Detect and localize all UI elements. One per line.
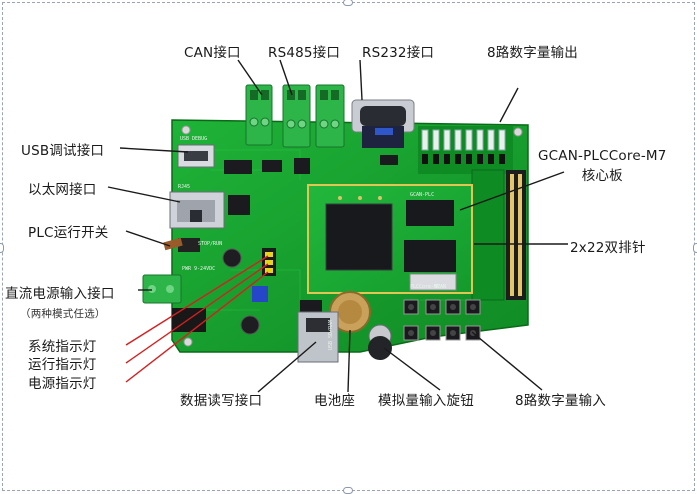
core-module [307,184,473,294]
silk-eth: RJ45 [178,184,190,190]
dc-terminal [142,274,182,304]
input-buttons [403,299,481,341]
resize-handle-left[interactable] [0,243,4,253]
silk-chip: GCAN-PLC [410,192,434,198]
label-dc-note: （两种模式任选） [20,308,106,320]
usb-connector [177,144,215,168]
label-digital-output: 8路数字量输出 [487,45,578,61]
rs232-connector [351,99,415,148]
label-can: CAN接口 [184,45,241,61]
label-rs485: RS485接口 [268,45,341,61]
silk-switch: STOP/RUN [198,241,222,247]
potentiometer [368,324,392,360]
power-terminal-top [315,84,345,148]
label-rs232: RS232接口 [362,45,435,61]
label-analog-knob: 模拟量输入旋钮 [378,393,474,409]
silk-scan: SCAN [434,284,446,290]
digital-output-leds [418,126,513,174]
silk-pwr: PWR 9-24VDC [182,266,215,272]
can-terminal [245,84,273,146]
label-sd: 数据读写接口 [180,393,263,409]
small-ics [224,155,398,312]
label-digital-input: 8路数字量输入 [515,393,606,409]
label-plc-switch: PLC运行开关 [28,225,109,241]
label-ethernet: 以太网接口 [28,182,97,198]
pin-header [471,169,526,301]
label-core-board: GCAN-PLCCore-M7 核心板 [538,148,667,184]
resize-handle-right[interactable] [693,243,697,253]
label-pin-header: 2x22双排针 [570,240,646,256]
label-usb: USB调试接口 [21,143,105,159]
label-dc-power: 直流电源输入接口 [5,286,115,302]
label-run-led: 运行指示灯 [28,357,97,373]
silk-sd: USB SD/RAM [328,320,334,350]
label-battery: 电池座 [314,393,356,409]
run-stop-switch [163,237,200,252]
silk-usb: USB DEBUG [180,136,207,142]
resize-handle-top[interactable] [343,0,353,6]
callout-lines [107,59,568,393]
capacitors [222,248,268,335]
ethernet-connector [169,191,225,229]
label-power-led: 电源指示灯 [28,376,97,392]
status-leds [262,248,276,276]
label-system-led: 系统指示灯 [28,339,97,355]
silk-core: PLCCore-M7 [410,284,440,290]
sd-slot [297,311,339,363]
rs485-terminal [282,84,311,148]
led-callout-lines [125,255,269,383]
